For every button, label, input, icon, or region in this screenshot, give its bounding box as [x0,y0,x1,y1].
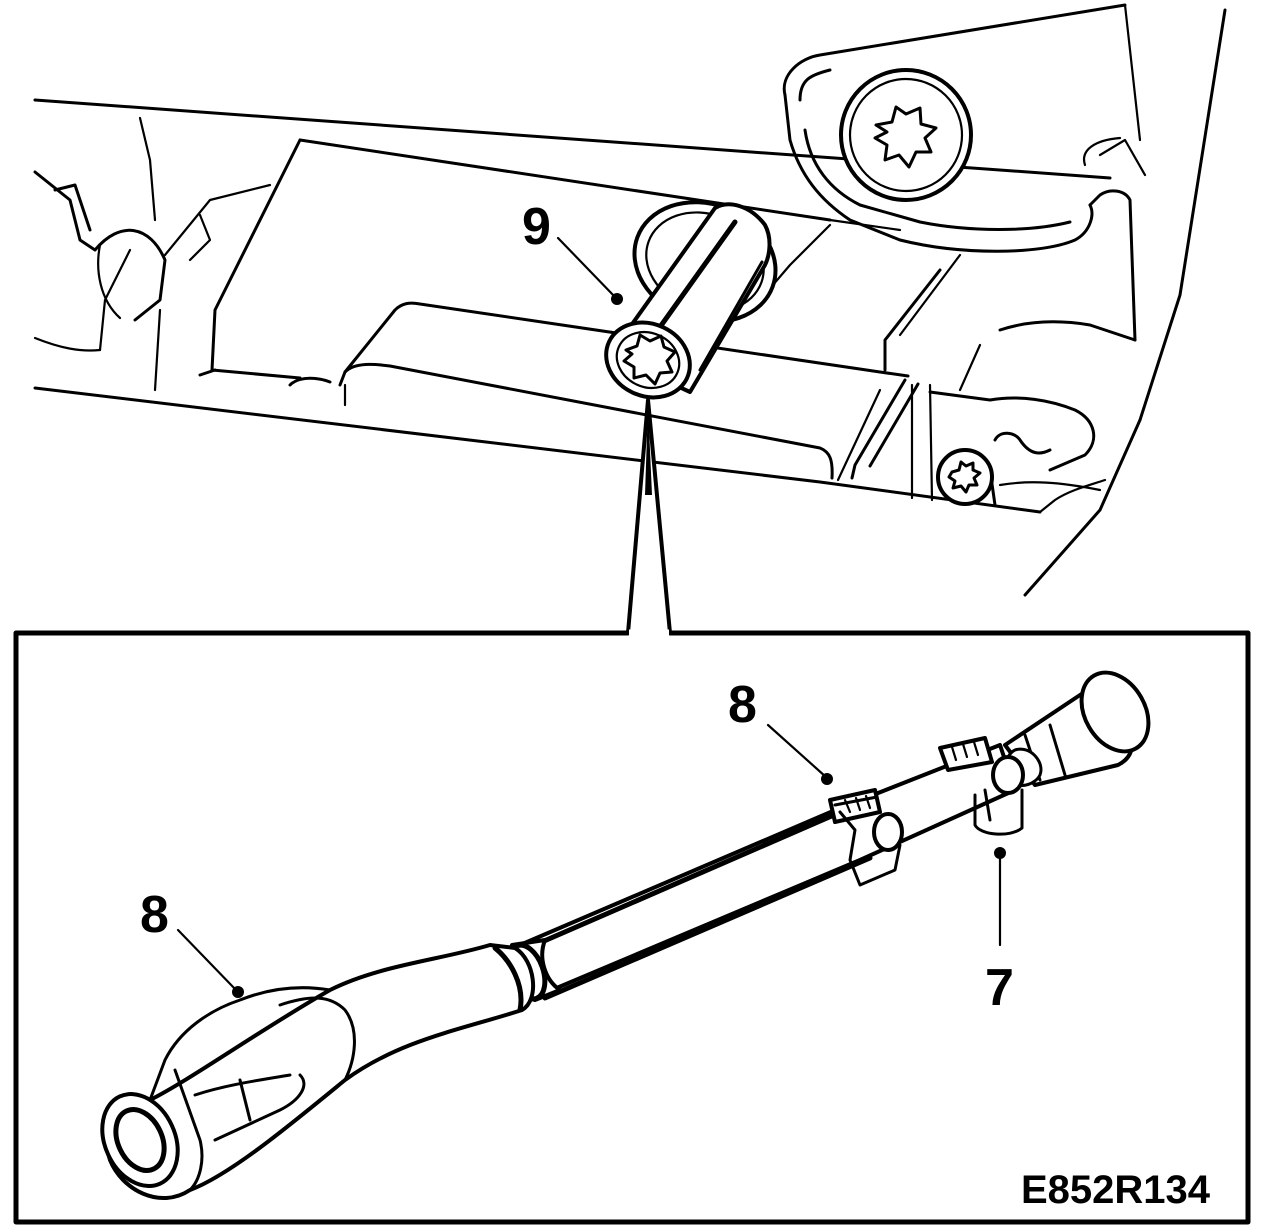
callout-9-dot [611,293,623,305]
engine-underside-view [33,3,1227,597]
torque-wrench-assembly [100,670,1151,1201]
callout-8-lower-dot [232,986,244,998]
callout-7: 7 [985,959,1014,1017]
callout-8-lower: 8 [140,886,169,944]
detail-inset: 8 8 7 E852R134 [13,629,1251,1225]
clamp-7 [938,736,1025,836]
clamp-8-upper [828,788,904,887]
torx-bolt-small-icon [936,448,994,506]
magnifier-wedge-fill [645,405,652,495]
socket-tool-9 [604,202,772,400]
callout-9: 9 [522,198,551,256]
callout-7-dot [994,847,1006,859]
callout-8-upper: 8 [728,676,757,734]
callout-9-leader [556,236,618,300]
figure-code: E852R134 [1021,1168,1211,1212]
callout-8-lower-leader [176,928,238,992]
callout-8-upper-dot [821,773,833,785]
callout-8-upper-leader [766,723,828,779]
torx-bolt-large-icon [839,68,973,202]
